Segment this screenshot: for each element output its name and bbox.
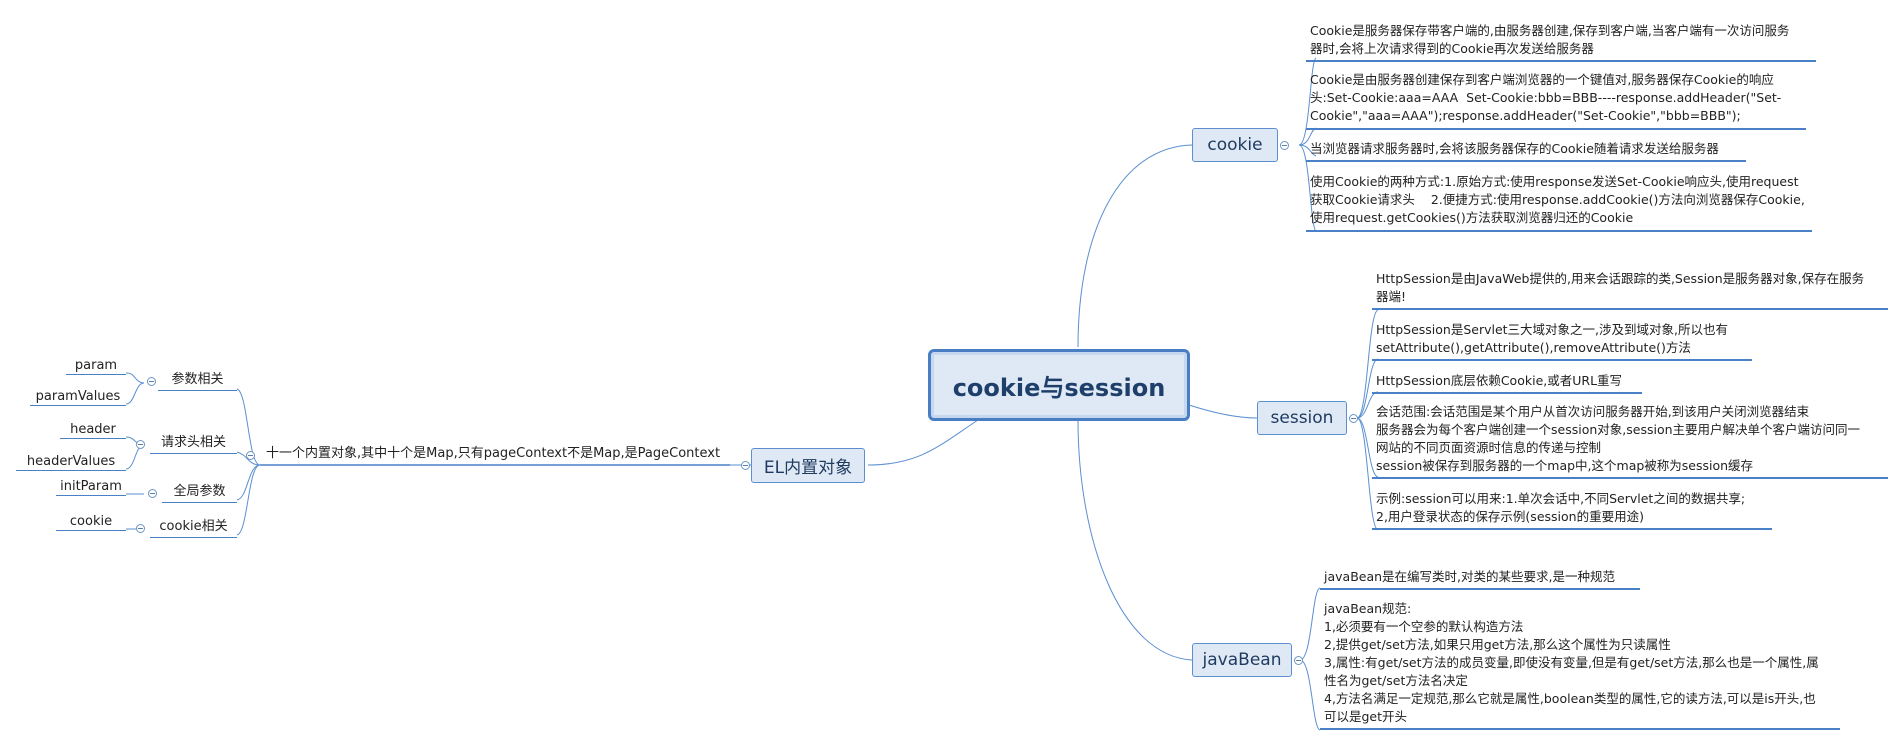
el-item-initparam[interactable]: initParam	[56, 478, 126, 496]
topic-el-objects[interactable]: EL内置对象	[751, 448, 865, 483]
cookie-note-2[interactable]: Cookie是由服务器创建保存到客户端浏览器的一个键值对,服务器保存Cookie…	[1306, 71, 1806, 130]
javabean-note-1[interactable]: javaBean是在编写类时,对类的某些要求,是一种规范	[1320, 568, 1640, 590]
link-root-el	[867, 419, 979, 466]
javabean-note-2[interactable]: javaBean规范: 1,必须要有一个空参的默认构造方法 2,提供get/se…	[1320, 600, 1840, 730]
link-root-session	[1188, 404, 1258, 419]
session-note-5[interactable]: 示例:session可以用来:1.单次会话中,不同Servlet之间的数据共享;…	[1372, 490, 1772, 530]
el-item-param[interactable]: param	[66, 357, 126, 375]
el-item-paramvalues[interactable]: paramValues	[30, 388, 126, 406]
topic-javabean[interactable]: javaBean	[1192, 643, 1292, 677]
link-root-cookie	[1077, 144, 1193, 348]
collapse-toggle-icon[interactable]	[148, 489, 157, 498]
collapse-toggle-icon[interactable]	[1294, 656, 1303, 665]
topic-session-label: session	[1270, 408, 1334, 428]
session-note-2[interactable]: HttpSession是Servlet三大域对象之一,涉及到域对象,所以也有 s…	[1372, 321, 1752, 361]
collapse-toggle-icon[interactable]	[1280, 141, 1289, 150]
link-root-javabean	[1077, 419, 1193, 661]
el-group-params[interactable]: 参数相关	[158, 371, 237, 391]
root-topic-label: cookie与session	[952, 373, 1166, 402]
el-item-headervalues[interactable]: headerValues	[16, 453, 126, 471]
collapse-toggle-icon[interactable]	[246, 451, 255, 460]
topic-javabean-label: javaBean	[1202, 650, 1282, 670]
el-group-headers[interactable]: 请求头相关	[150, 434, 237, 454]
cookie-note-1[interactable]: Cookie是服务器保存带客户端的,由服务器创建,保存到客户端,当客户端有一次访…	[1306, 22, 1816, 62]
el-summary[interactable]: 十一个内置对象,其中十个是Map,只有pageContext不是Map,是Pag…	[266, 446, 721, 461]
topic-session[interactable]: session	[1257, 401, 1347, 435]
collapse-toggle-icon[interactable]	[1349, 414, 1358, 423]
topic-el-objects-label: EL内置对象	[763, 458, 853, 478]
el-item-header[interactable]: header	[60, 421, 126, 439]
root-topic[interactable]: cookie与session	[928, 349, 1190, 421]
el-group-cookie[interactable]: cookie相关	[150, 518, 237, 538]
topic-cookie-label: cookie	[1207, 135, 1263, 155]
cookie-note-4[interactable]: 使用Cookie的两种方式:1.原始方式:使用response发送Set-Coo…	[1306, 173, 1812, 232]
collapse-toggle-icon[interactable]	[136, 524, 145, 533]
topic-cookie[interactable]: cookie	[1192, 128, 1278, 162]
cookie-note-3[interactable]: 当浏览器请求服务器时,会将该服务器保存的Cookie随着请求发送给服务器	[1306, 140, 1746, 162]
el-item-cookie[interactable]: cookie	[56, 513, 126, 531]
session-note-3[interactable]: HttpSession底层依赖Cookie,或者URL重写	[1372, 372, 1642, 394]
session-note-4[interactable]: 会话范围:会话范围是某个用户从首次访问服务器开始,到该用户关闭浏览器结束 服务器…	[1372, 403, 1888, 479]
collapse-toggle-icon[interactable]	[136, 440, 145, 449]
collapse-toggle-icon[interactable]	[741, 461, 750, 470]
session-note-1[interactable]: HttpSession是由JavaWeb提供的,用来会话跟踪的类,Session…	[1372, 270, 1888, 310]
collapse-toggle-icon[interactable]	[147, 377, 156, 386]
el-group-initparam[interactable]: 全局参数	[162, 483, 237, 503]
